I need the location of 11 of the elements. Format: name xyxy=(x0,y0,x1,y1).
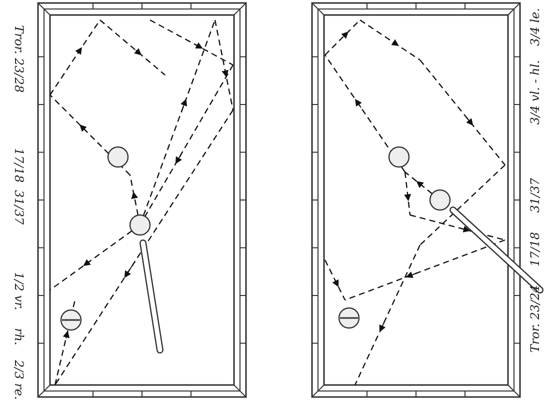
shot-note: 3/4 le. xyxy=(528,8,542,46)
shot-note: 31/37 xyxy=(528,178,542,213)
shot-note: 3/4 vl. - hl. xyxy=(528,60,542,125)
shot-note: rh. xyxy=(12,328,26,346)
shot-note: Tror. 23/24 xyxy=(528,285,542,353)
shot-note: 1/2 vr. xyxy=(12,272,26,310)
shot-note: 17/18 xyxy=(12,148,26,183)
shot-note: 2/3 re. xyxy=(12,360,26,400)
shot-note: Tror. 23/28 xyxy=(12,25,26,93)
shot-note: 17/18 xyxy=(528,232,542,267)
shot-note: 31/37 xyxy=(12,190,26,225)
